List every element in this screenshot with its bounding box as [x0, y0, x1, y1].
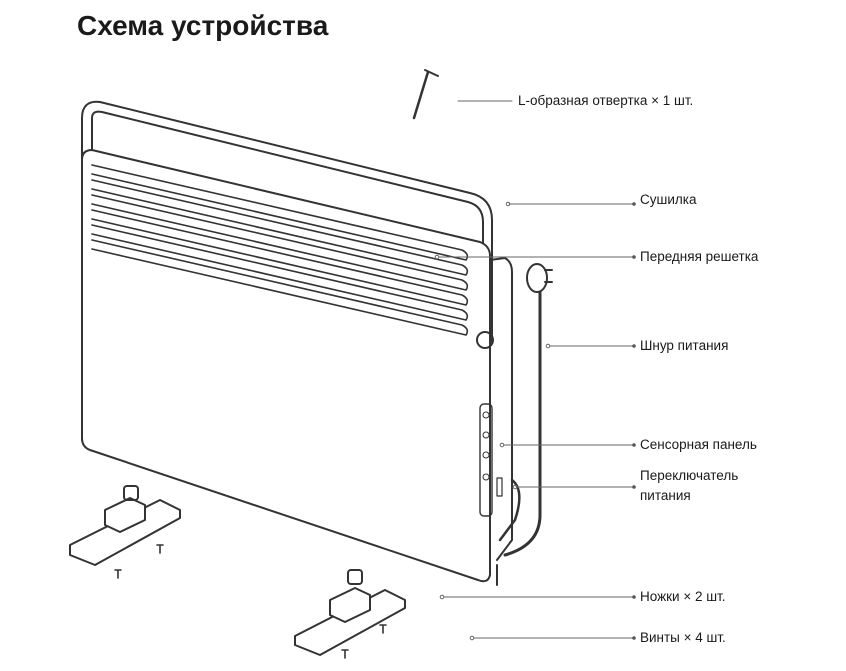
- power-cord-illustration: [498, 263, 553, 557]
- label-dryer: Сушилка: [640, 192, 697, 207]
- label-power-switch-line1: Переключатель: [640, 468, 739, 483]
- leg-illustration-1: [69, 485, 181, 566]
- label-power-cord: Шнур питания: [640, 338, 729, 353]
- l-screwdriver-illustration: [412, 69, 439, 120]
- screws-illustration: [114, 544, 387, 659]
- label-touch-panel: Сенсорная панель: [640, 437, 757, 452]
- label-screwdriver: L-образная отвертка × 1 шт.: [518, 93, 694, 108]
- leader-lines: [434, 100, 634, 641]
- page-title: Схема устройства: [77, 10, 329, 41]
- label-power-switch-line2: питания: [640, 488, 691, 503]
- heater-body-illustration: [81, 149, 513, 586]
- label-front-grille: Передняя решетка: [640, 249, 759, 264]
- label-screws: Винты × 4 шт.: [640, 630, 726, 645]
- leg-illustration-2: [294, 569, 406, 656]
- label-legs: Ножки × 2 шт.: [640, 589, 726, 604]
